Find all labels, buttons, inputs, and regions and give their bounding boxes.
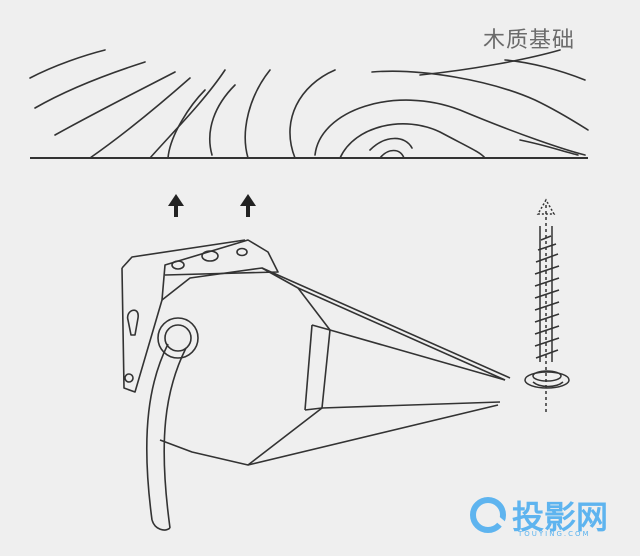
screw-icon — [524, 198, 570, 412]
wood-grain — [29, 49, 589, 159]
light-fixture — [121, 239, 511, 531]
wood-base-label: 木质基础 — [483, 28, 576, 53]
watermark: 投影网 TOUYING.COM — [470, 492, 608, 538]
watermark-text: 投影网 — [512, 498, 609, 536]
arrow-up-icon — [168, 194, 184, 217]
watermark-logo-icon — [470, 497, 506, 533]
watermark-subtext: TOUYING.COM — [518, 530, 591, 538]
arrow-up-icon — [240, 194, 256, 217]
